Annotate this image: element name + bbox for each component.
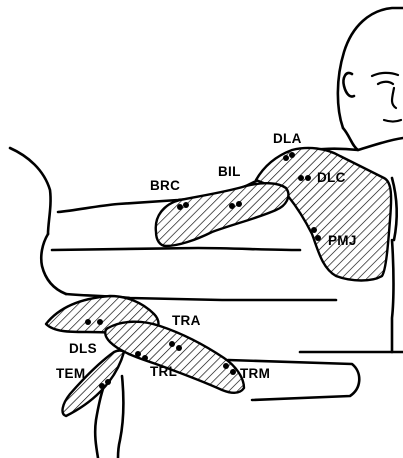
electrode-dot [85,319,91,325]
eyebrow [372,73,398,76]
label-bil: BIL [218,164,241,179]
tem-region [63,351,124,417]
eye [378,82,393,84]
label-pmj: PMJ [328,233,357,248]
label-tra: TRA [172,313,201,328]
label-dla: DLA [273,131,302,146]
label-dlc: DLC [317,170,346,185]
label-tem: TEM [56,366,85,381]
torso-outline [392,240,394,352]
label-dls: DLS [69,341,97,356]
electrode-dot [99,383,105,389]
electrode-dot [236,201,242,207]
electrode-dot [176,345,182,351]
forearm-lower-region [105,322,244,393]
label-trl: TRL [150,364,177,379]
electrode-dot [142,355,148,361]
mouth [384,120,401,122]
lower-arm-outline-2 [118,376,123,458]
deltoid-pectoral-region [256,148,391,281]
electrode-dot [298,175,304,181]
electrode-dot [169,341,175,347]
electrode-dot [183,202,189,208]
left-figure-shoulder [41,234,66,294]
electrode-dot [97,319,103,325]
neck-outline [343,128,403,150]
electrode-dot [135,351,141,357]
ear-outline [343,73,354,97]
label-brc: BRC [150,178,180,193]
muscles [46,148,391,416]
torso-upper-side [392,178,397,240]
electrode-dot [305,175,311,181]
upper-arm-bottom [52,248,300,250]
nose [392,88,396,108]
electrode-dot [289,152,295,158]
electrode-dot [177,204,183,210]
electrode-dot [223,363,229,369]
electrode-dot [283,155,289,161]
electrode-dot [230,369,236,375]
electrode-dot [315,235,321,241]
label-trm: TRM [240,366,270,381]
electrode-dot [105,379,111,385]
head-outline [338,8,403,128]
electrode-dot [229,203,235,209]
electrode-dot [311,227,317,233]
left-figure-back [10,148,51,234]
